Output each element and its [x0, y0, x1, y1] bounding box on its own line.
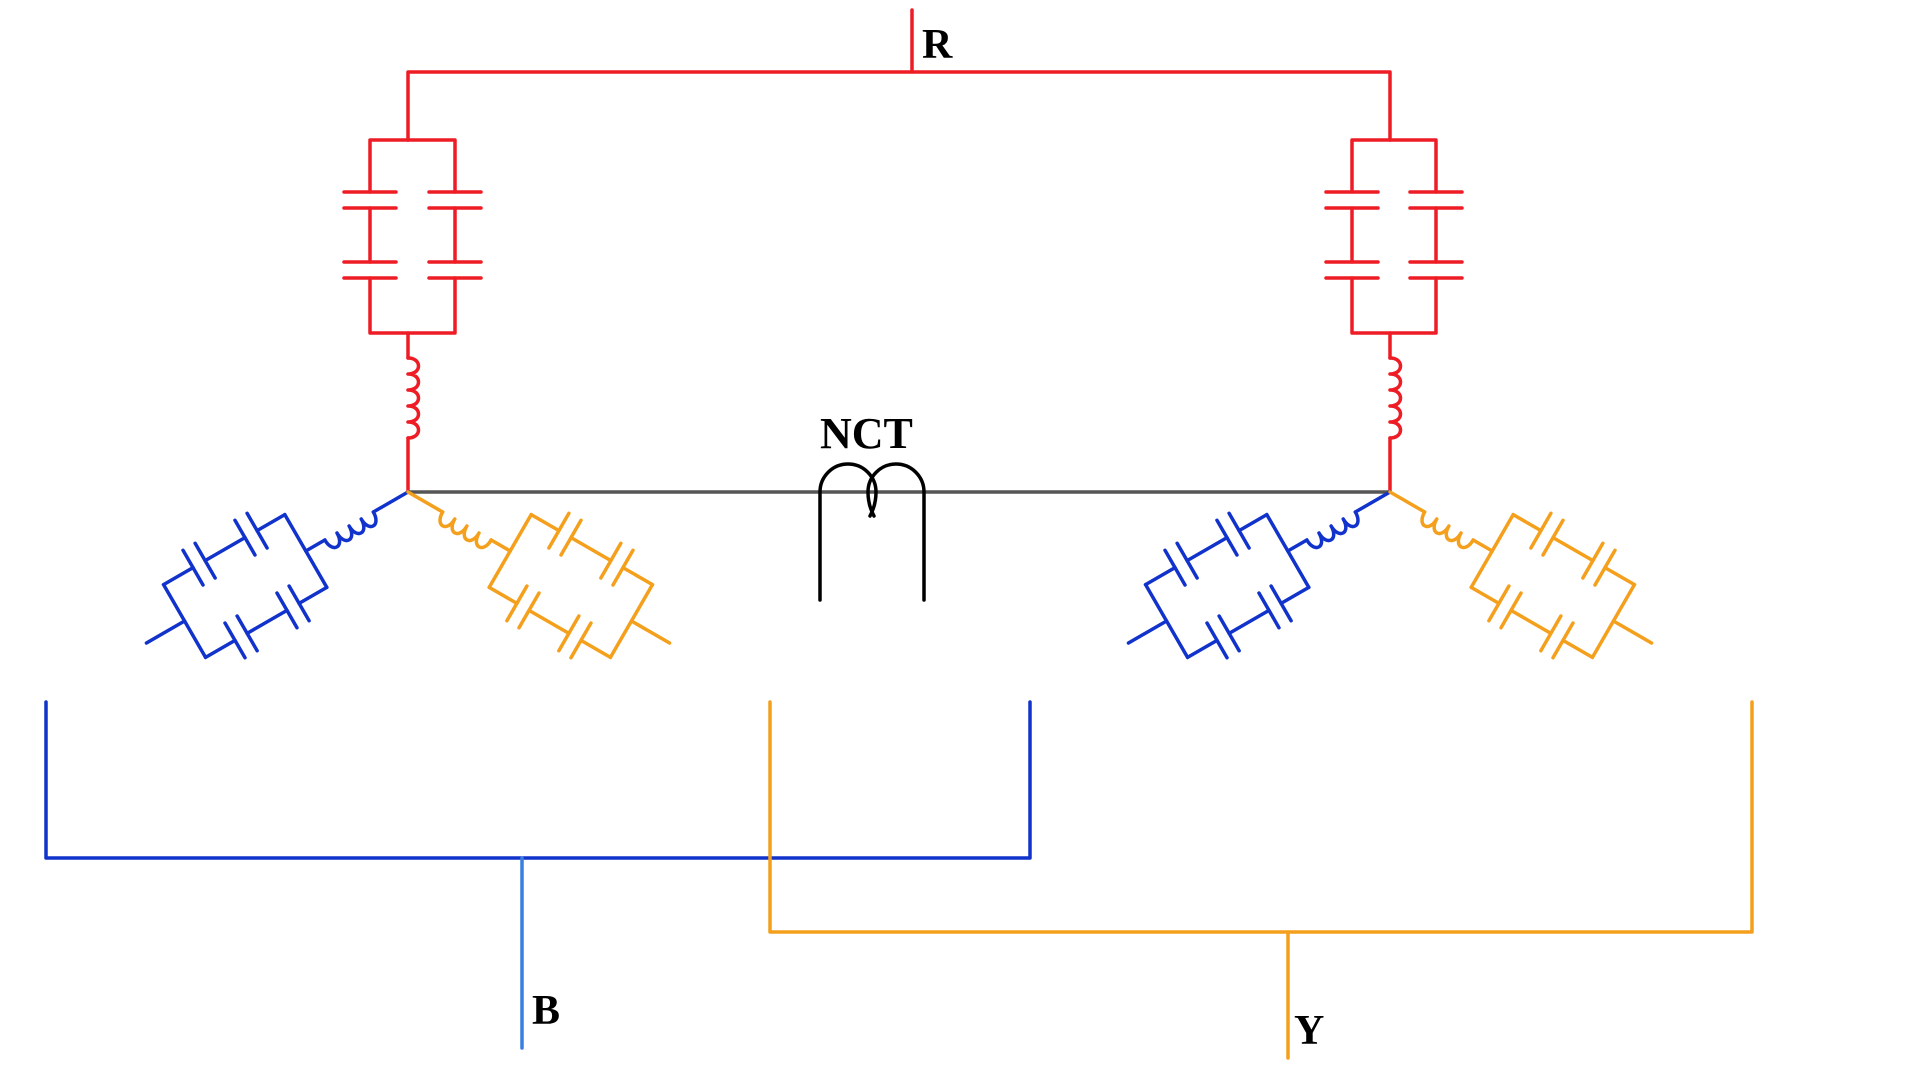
wire-segment	[1603, 565, 1637, 587]
inductor-icon	[1305, 510, 1360, 550]
wire-segment	[1469, 585, 1501, 606]
capacitor-icon	[1581, 541, 1605, 580]
wire-segment	[1227, 608, 1271, 636]
wire-segment	[1265, 512, 1311, 590]
wire-segment	[1185, 638, 1219, 660]
wire-segment	[621, 565, 655, 587]
red-top-bus	[406, 70, 1392, 142]
inductor-icon	[438, 510, 493, 550]
wire-segment	[44, 700, 1032, 860]
inductor-icon	[1388, 356, 1403, 440]
wire-segment	[368, 138, 410, 194]
terminal-label-b: B	[532, 988, 560, 1034]
wire-segment	[1279, 585, 1311, 606]
capacitor-icon	[599, 541, 623, 580]
wire-segment	[144, 619, 187, 645]
wire-segment	[818, 462, 878, 602]
yellow-right-branch	[1388, 490, 1654, 660]
wire-segment	[371, 490, 410, 514]
wire-segment	[1388, 490, 1427, 514]
wire-segment	[1471, 538, 1494, 553]
capacitor-icon	[287, 584, 311, 623]
blue-left-branch	[44, 490, 1032, 860]
wire-segment	[768, 700, 1754, 934]
wire-segment	[255, 512, 287, 533]
wire-segment	[1185, 535, 1229, 563]
wire-segment	[489, 538, 512, 553]
inductor-icon	[406, 356, 421, 440]
capacitor-icon	[1539, 614, 1563, 653]
wire-segment	[569, 535, 613, 563]
wire-segment	[487, 585, 519, 606]
capacitor-icon	[1269, 584, 1293, 623]
wire-segment	[1126, 619, 1169, 645]
wire-segment	[629, 619, 672, 645]
wire-segment	[203, 638, 237, 660]
capacitor-icon	[1487, 584, 1511, 623]
wire-segment	[304, 538, 327, 553]
wire-segment	[283, 512, 329, 590]
red-phase-network	[342, 8, 1464, 494]
wire-segment	[1350, 276, 1438, 335]
wire-segment	[1286, 538, 1309, 553]
wire-segment	[1511, 512, 1543, 533]
capacitor-icon	[1227, 511, 1251, 550]
wire-segment	[1353, 490, 1392, 514]
wire-segment	[527, 608, 571, 636]
capacitor-icon	[245, 511, 269, 550]
wire-segment	[1237, 512, 1269, 533]
red-right-capacitor-pack	[1324, 138, 1464, 360]
capacitor-icon	[547, 511, 571, 550]
terminal-label-y: Y	[1294, 1008, 1324, 1054]
wire-segment	[866, 462, 926, 602]
wire-segment	[1551, 535, 1595, 563]
red-left-capacitor-pack	[342, 138, 483, 360]
terminal-label-r: R	[922, 22, 953, 68]
wire-segment	[1561, 638, 1595, 660]
wire-segment	[1611, 619, 1654, 645]
wire-segment	[529, 512, 561, 533]
wire-segment	[406, 490, 445, 514]
wire-segment	[297, 585, 329, 606]
yellow-left-branch	[406, 490, 1754, 934]
wire-segment	[1388, 138, 1438, 194]
wire-segment	[203, 535, 247, 563]
capacitor-icon	[557, 614, 581, 653]
wire-segment	[1469, 512, 1515, 590]
capacitor-icon	[1175, 541, 1199, 580]
inductor-icon	[1420, 510, 1475, 550]
nct-label: NCT	[820, 409, 913, 458]
nct-current-transformer-icon	[818, 462, 926, 602]
capacitor-icon	[505, 584, 529, 623]
inductor-icon	[323, 510, 378, 550]
wire-segment	[1350, 138, 1392, 194]
wire-segment	[579, 638, 613, 660]
wire-segment	[1143, 565, 1177, 587]
wire-segment	[161, 565, 195, 587]
capacitor-icon	[1529, 511, 1553, 550]
wire-segment	[406, 138, 457, 194]
wire-segment	[245, 608, 289, 636]
capacitor-icon	[193, 541, 217, 580]
capacitor-icon	[1217, 614, 1241, 653]
wire-segment	[1509, 608, 1553, 636]
capacitor-icon	[235, 614, 259, 653]
wire-segment	[368, 276, 457, 335]
wire-segment	[487, 512, 533, 590]
blue-right-branch	[1126, 490, 1392, 660]
